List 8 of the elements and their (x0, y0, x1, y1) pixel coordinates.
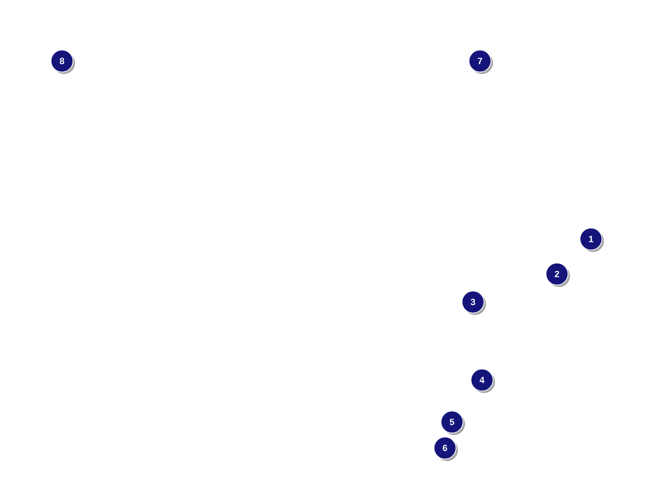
callout-number: 7 (468, 50, 493, 74)
callout-number: 8 (50, 50, 75, 74)
callout-number: 6 (434, 436, 458, 461)
callout-number: 3 (462, 290, 486, 315)
callout-number: 2 (546, 262, 570, 287)
callout-number: 4 (470, 368, 495, 393)
callout-number: 5 (440, 410, 465, 435)
callout-number: 1 (580, 228, 604, 252)
